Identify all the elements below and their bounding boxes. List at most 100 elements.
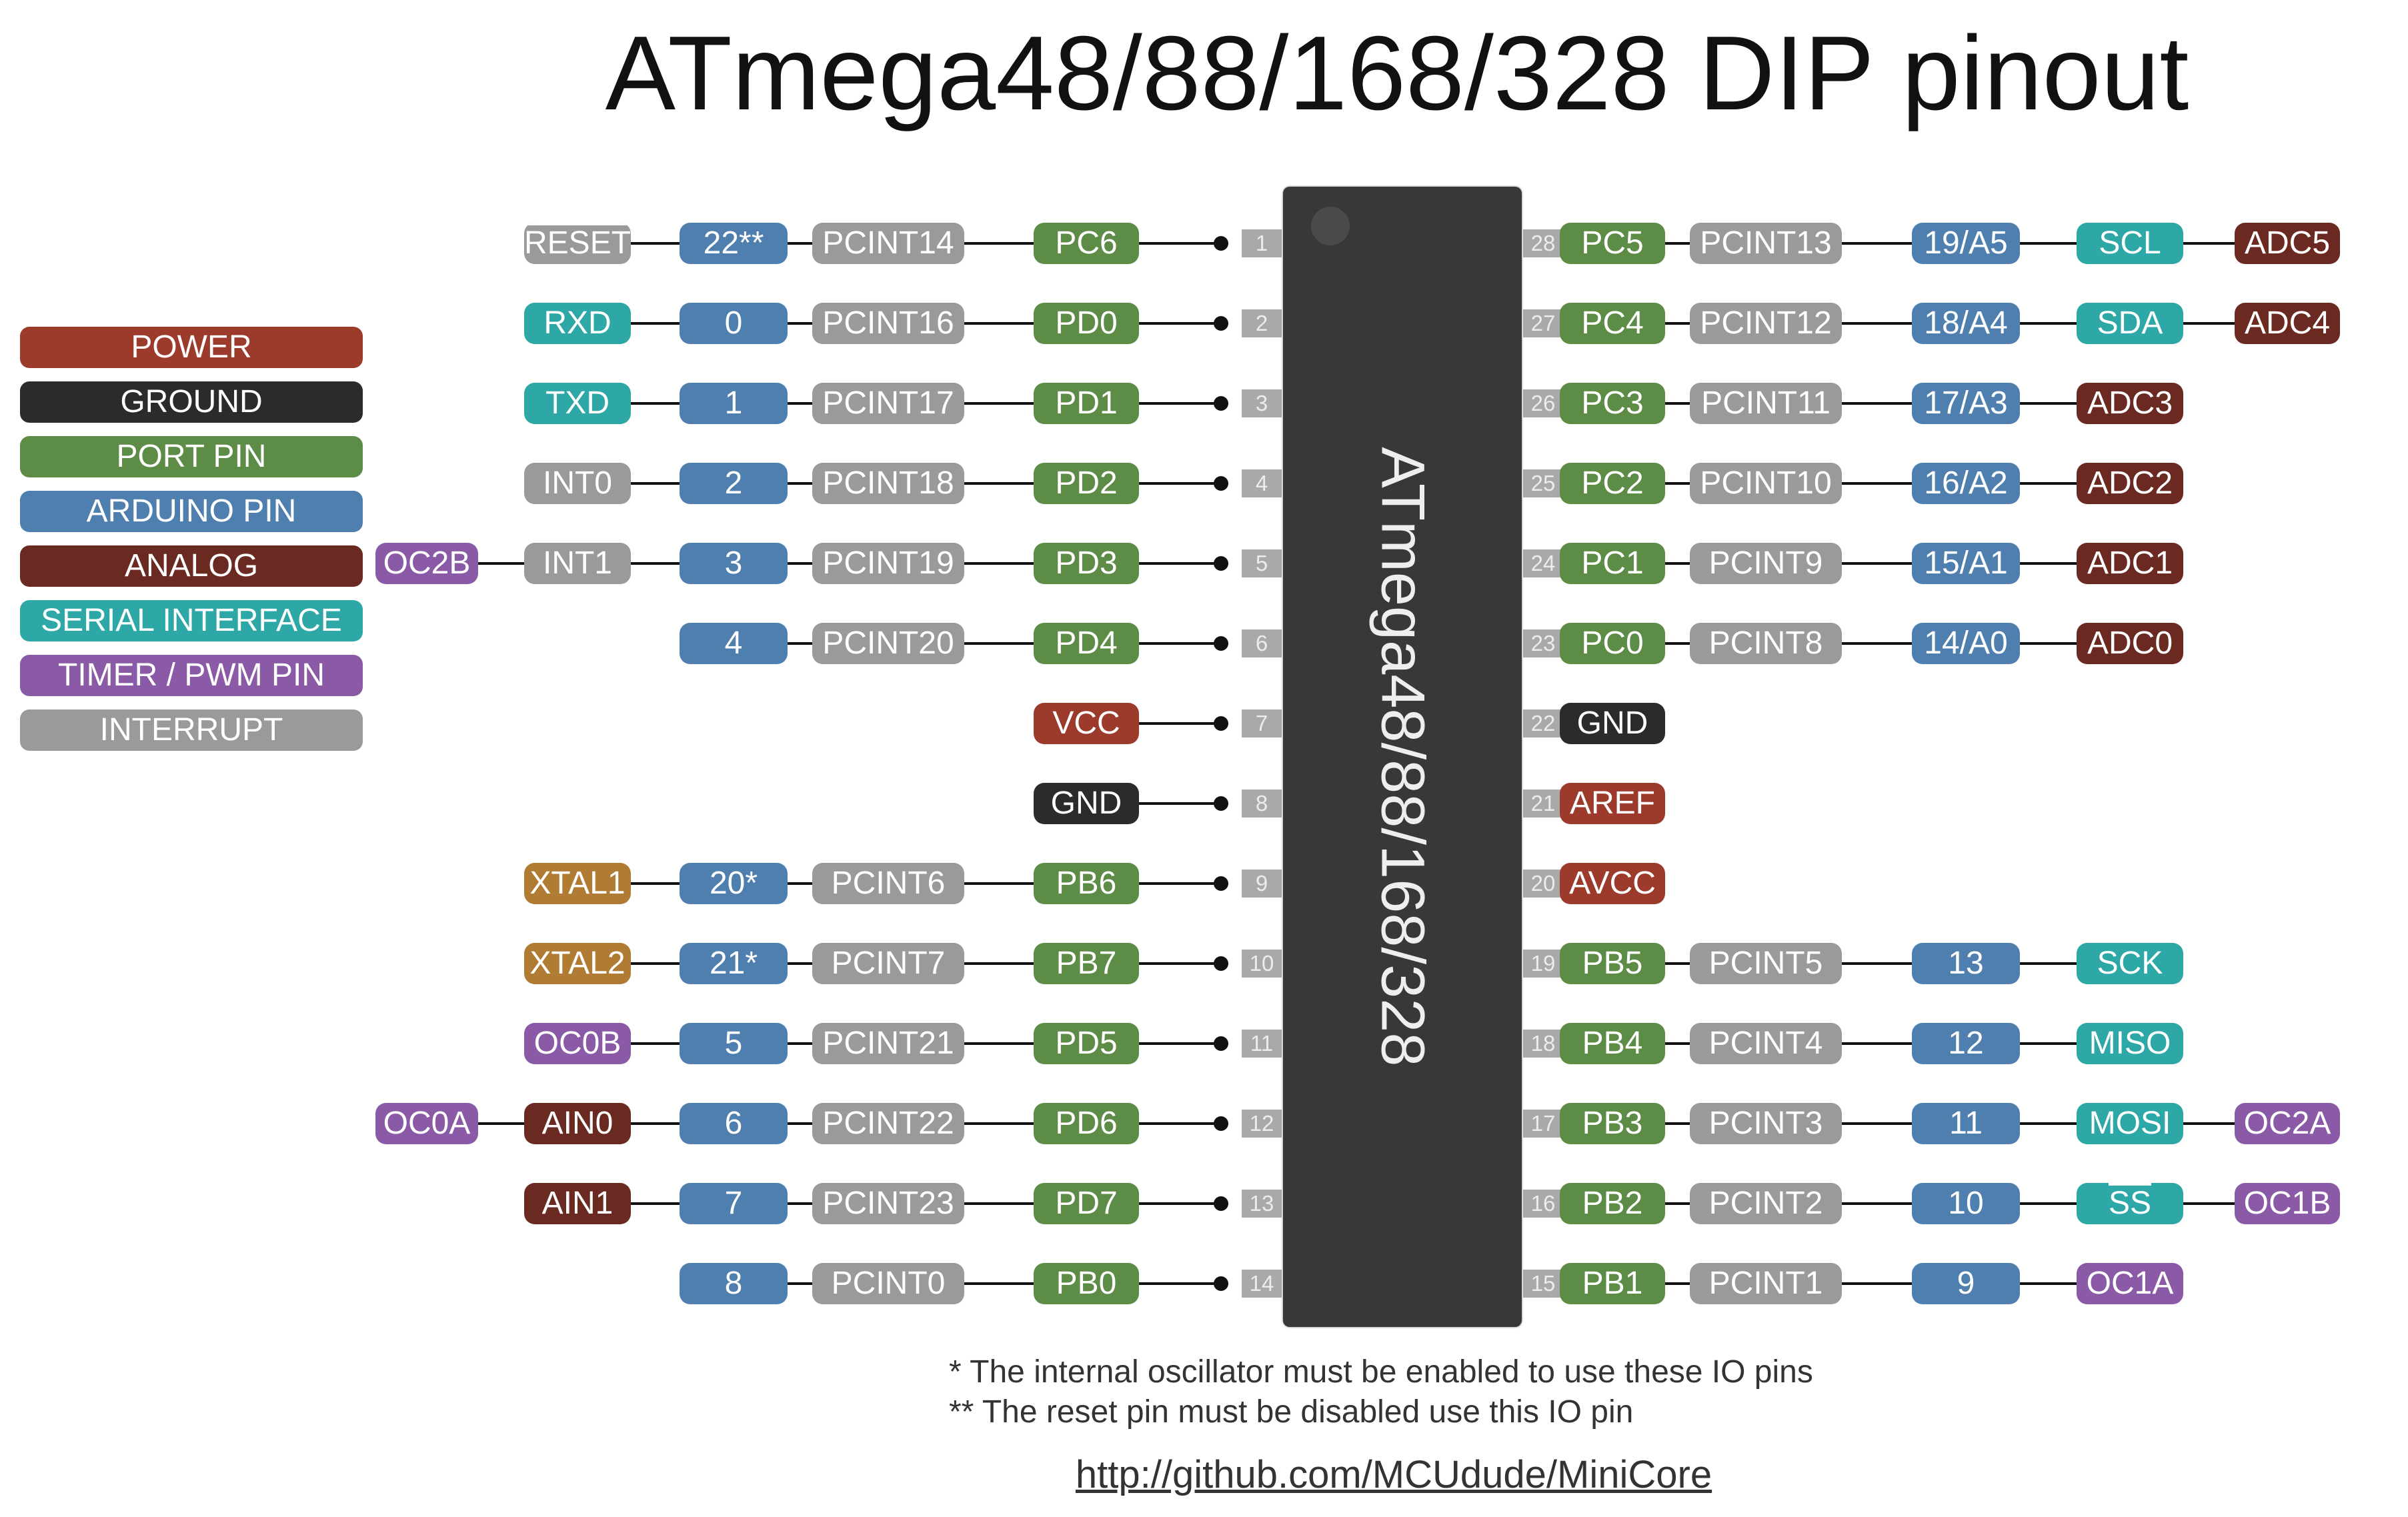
arduino-pin-18-a4-label: 18/A4	[1924, 305, 2008, 341]
function-xtal2: XTAL2	[524, 943, 631, 984]
pin-name-pc6: PC6	[1034, 223, 1139, 264]
pin-name-pc3-label: PC3	[1581, 385, 1644, 421]
arduino-pin-13: 13	[1912, 943, 2020, 984]
pin-number: 25	[1523, 469, 1563, 497]
arduino-pin-1-label: 1	[724, 385, 743, 421]
pin-name-pb4: PB4	[1560, 1023, 1665, 1064]
pcint-pcint19: PCINT19	[812, 543, 964, 584]
arduino-pin-6: 6	[680, 1103, 788, 1144]
pcint-pcint5-label: PCINT5	[1708, 946, 1823, 981]
pin-lead-dot	[1214, 236, 1228, 251]
pin-number: 28	[1523, 229, 1563, 257]
pcint-pcint11-label: PCINT11	[1701, 385, 1831, 421]
pcint-pcint9-label: PCINT9	[1708, 545, 1823, 581]
pcint-pcint5: PCINT5	[1690, 943, 1842, 984]
chip-label: ATmega48/88/168/328	[1368, 447, 1437, 1067]
pin-number: 4	[1242, 469, 1282, 497]
pcint-pcint12-label: PCINT12	[1700, 305, 1832, 341]
pin-number: 22	[1523, 709, 1563, 737]
pin-number: 14	[1242, 1270, 1282, 1298]
pcint-pcint10: PCINT10	[1690, 463, 1842, 504]
function-rxd: RXD	[524, 303, 631, 344]
pin-name-gnd: GND	[1034, 783, 1139, 824]
pin-name-pd3-label: PD3	[1055, 545, 1118, 581]
pin-lead-dot	[1214, 316, 1228, 331]
function-oc2b-label: OC2B	[383, 545, 471, 581]
arduino-pin-16-a2: 16/A2	[1912, 463, 2020, 504]
arduino-pin-22-label: 22**	[703, 225, 764, 261]
pin-number: 19	[1523, 950, 1563, 978]
arduino-pin-7-label: 7	[724, 1186, 743, 1221]
pin-name-gnd: GND	[1560, 703, 1665, 744]
pin-name-pd0: PD0	[1034, 303, 1139, 344]
legend-ground: GROUND	[20, 381, 363, 423]
pcint-pcint23-label: PCINT23	[822, 1186, 954, 1221]
minicore-link[interactable]: http://github.com/MCUdude/MiniCore	[1075, 1453, 1712, 1496]
arduino-pin-9: 9	[1912, 1263, 2020, 1304]
function-xtal1: XTAL1	[524, 863, 631, 904]
arduino-pin-17-a3: 17/A3	[1912, 383, 2020, 424]
function-scl: SCL	[2077, 223, 2183, 264]
function-reset-label: RESET	[524, 225, 631, 261]
arduino-pin-12-label: 12	[1948, 1026, 1984, 1061]
pin-number: 8	[1242, 790, 1282, 818]
arduino-pin-1: 1	[680, 383, 788, 424]
pcint-pcint18: PCINT18	[812, 463, 964, 504]
arduino-pin-19-a5: 19/A5	[1912, 223, 2020, 264]
pin-name-pd1: PD1	[1034, 383, 1139, 424]
page-title: ATmega48/88/168/328 DIP pinout	[605, 15, 2189, 132]
function-ss-label: SS	[2108, 1186, 2152, 1221]
function-mosi: MOSI	[2077, 1103, 2183, 1144]
pin-name-gnd-label: GND	[1576, 705, 1648, 741]
pin-name-pb0-label: PB0	[1056, 1266, 1117, 1301]
pcint-pcint0-label: PCINT0	[831, 1266, 946, 1301]
pin-name-pd7-label: PD7	[1055, 1186, 1118, 1221]
pin-lead-dot	[1214, 1196, 1228, 1211]
function-oc1b-label: OC1B	[2243, 1186, 2331, 1221]
pin-lead-dot	[1214, 636, 1228, 651]
arduino-pin-19-a5-label: 19/A5	[1924, 225, 2008, 261]
arduino-pin-3-label: 3	[724, 545, 743, 581]
function-adc2: ADC2	[2077, 463, 2183, 504]
pin-name-aref: AREF	[1560, 783, 1665, 824]
function-oc2a: OC2A	[2235, 1103, 2340, 1144]
function-txd-label: TXD	[545, 385, 610, 421]
pin-name-pb6-label: PB6	[1056, 866, 1117, 901]
pin-name-pc3: PC3	[1560, 383, 1665, 424]
legend-serial: SERIAL INTERFACE	[20, 600, 363, 641]
function-int0-label: INT0	[542, 465, 612, 501]
pin-name-pd5: PD5	[1034, 1023, 1139, 1064]
pin-name-pb5-label: PB5	[1582, 946, 1643, 981]
pin-name-pc2: PC2	[1560, 463, 1665, 504]
function-ain1: AIN1	[524, 1183, 631, 1224]
legend-port: PORT PIN	[20, 436, 363, 477]
pcint-pcint4: PCINT4	[1690, 1023, 1842, 1064]
pcint-pcint7: PCINT7	[812, 943, 964, 984]
function-ain1-label: AIN1	[541, 1186, 614, 1221]
pin-lead-dot	[1214, 956, 1228, 971]
arduino-pin-20-label: 20*	[709, 866, 758, 901]
pin1-notch-marker	[1311, 207, 1350, 245]
pin-name-pd2: PD2	[1034, 463, 1139, 504]
arduino-pin-5: 5	[680, 1023, 788, 1064]
pin-name-pb7: PB7	[1034, 943, 1139, 984]
pcint-pcint13-label: PCINT13	[1700, 225, 1832, 261]
arduino-pin-4: 4	[680, 623, 788, 664]
pin-lead-dot	[1214, 556, 1228, 571]
pin-number: 21	[1523, 790, 1563, 818]
pcint-pcint20-label: PCINT20	[822, 625, 954, 661]
pcint-pcint20: PCINT20	[812, 623, 964, 664]
legend-timer: TIMER / PWM PIN	[20, 655, 363, 696]
arduino-pin-21: 21*	[680, 943, 788, 984]
arduino-pin-16-a2-label: 16/A2	[1924, 465, 2008, 501]
pcint-pcint22-label: PCINT22	[822, 1106, 954, 1141]
function-sck: SCK	[2077, 943, 2183, 984]
pin-name-gnd-label: GND	[1050, 786, 1122, 821]
pin-name-pc4-label: PC4	[1581, 305, 1644, 341]
pin-number: 13	[1242, 1190, 1282, 1218]
pin-name-pb4-label: PB4	[1582, 1026, 1643, 1061]
arduino-pin-14-a0-label: 14/A0	[1924, 625, 2008, 661]
pin-number: 5	[1242, 549, 1282, 577]
pin-name-pc4: PC4	[1560, 303, 1665, 344]
footnote-reset: ** The reset pin must be disabled use th…	[949, 1394, 1634, 1430]
